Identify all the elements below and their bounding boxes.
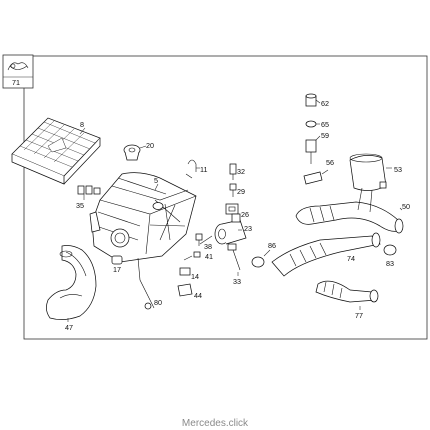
part-83-clamp — [383, 244, 397, 256]
label-part-56: 56 — [326, 158, 334, 167]
label-part-53: 53 — [394, 165, 402, 174]
label-part-17: 17 — [113, 265, 121, 274]
label-part-86: 86 — [268, 241, 276, 250]
label-part-23: 23 — [244, 224, 252, 233]
label-part-14: 14 — [191, 272, 199, 281]
part-5-filter-housing — [89, 172, 197, 263]
part-56-fitting — [303, 169, 329, 185]
label-part-41: 41 — [205, 252, 213, 261]
label-part-5: 5 — [154, 176, 158, 185]
part-47-intake-duct — [46, 245, 97, 320]
label-part-62: 62 — [321, 99, 329, 108]
part-8-filter-element — [11, 117, 101, 185]
label-part-59: 59 — [321, 131, 329, 140]
label-part-74: 74 — [347, 254, 355, 263]
label-part-20: 20 — [146, 141, 154, 150]
part-35-screws — [77, 185, 101, 195]
part-26-bracket — [225, 203, 239, 215]
part-33-bolt — [227, 243, 241, 271]
part-62-cap — [305, 93, 317, 107]
part-65-seal — [305, 120, 317, 128]
label-part-32: 32 — [237, 167, 245, 176]
part-23-mass-air-sensor — [214, 213, 247, 245]
part-14-grommet — [179, 267, 191, 276]
label-part-35: 35 — [76, 201, 84, 210]
label-part-38: 38 — [204, 242, 212, 251]
label-part-29: 29 — [237, 187, 245, 196]
part-41-nut — [193, 251, 201, 258]
part-38-bolt — [195, 233, 203, 246]
label-part-50: 50 — [402, 202, 410, 211]
label-part-8: 8 — [80, 120, 84, 129]
part-59-valve — [305, 139, 317, 164]
part-17-grommet — [111, 255, 123, 265]
part-77-hose — [315, 280, 379, 303]
part-32-sensor — [229, 163, 237, 180]
diagram-frame — [23, 55, 428, 340]
part-80-drain-tube — [137, 257, 155, 309]
part-86-clamp — [251, 256, 265, 268]
label-part-44: 44 — [194, 291, 202, 300]
inset-clip-71: 71 — [2, 54, 34, 89]
label-part-33: 33 — [233, 277, 241, 286]
watermark-text: Mercedes.click — [181, 418, 249, 429]
part-50-air-duct — [295, 201, 404, 234]
label-part-77: 77 — [355, 311, 363, 320]
part-44-clamp — [177, 283, 193, 297]
part-74-intake-hose — [271, 232, 381, 277]
label-part-26: 26 — [241, 210, 249, 219]
label-part-11: 11 — [200, 165, 207, 174]
label-part-47: 47 — [65, 323, 73, 332]
label-part-65: 65 — [321, 120, 329, 129]
part-53-resonator — [349, 153, 387, 213]
part-29-screw — [229, 183, 237, 197]
part-11-clip — [185, 159, 197, 179]
inset-label: 71 — [12, 78, 20, 87]
part-20-cap — [123, 144, 141, 161]
label-part-80: 80 — [154, 298, 162, 307]
label-part-83: 83 — [386, 259, 394, 268]
